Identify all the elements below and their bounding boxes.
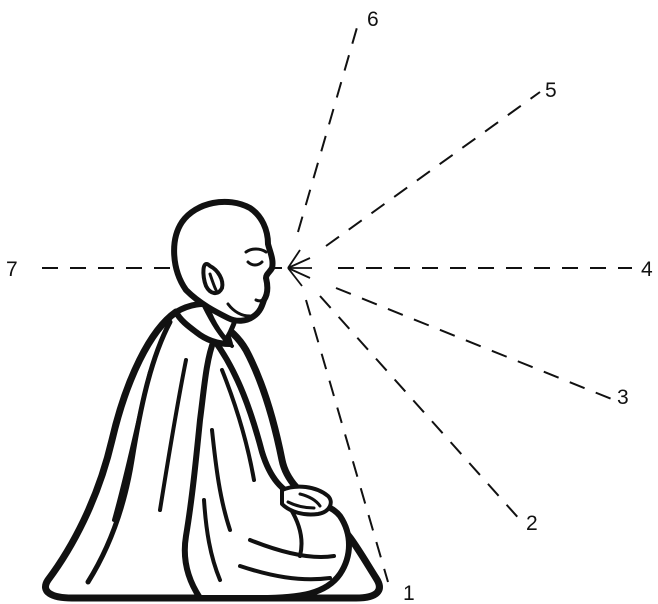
seated-monk-figure: [45, 202, 379, 598]
ray-label-5: 5: [545, 79, 557, 102]
ray-label-2: 2: [526, 512, 538, 535]
ray-6: [298, 24, 358, 232]
ray-label-1: 1: [403, 582, 415, 604]
ray-label-6: 6: [367, 8, 379, 31]
ray-label-4: 4: [641, 258, 653, 281]
ray-2: [320, 296, 522, 522]
ray-5: [326, 92, 540, 246]
gaze-origin-arrow-icon: [288, 250, 312, 286]
ray-label-7: 7: [6, 258, 18, 281]
ray-label-3: 3: [617, 386, 629, 409]
ray-3: [336, 288, 614, 400]
